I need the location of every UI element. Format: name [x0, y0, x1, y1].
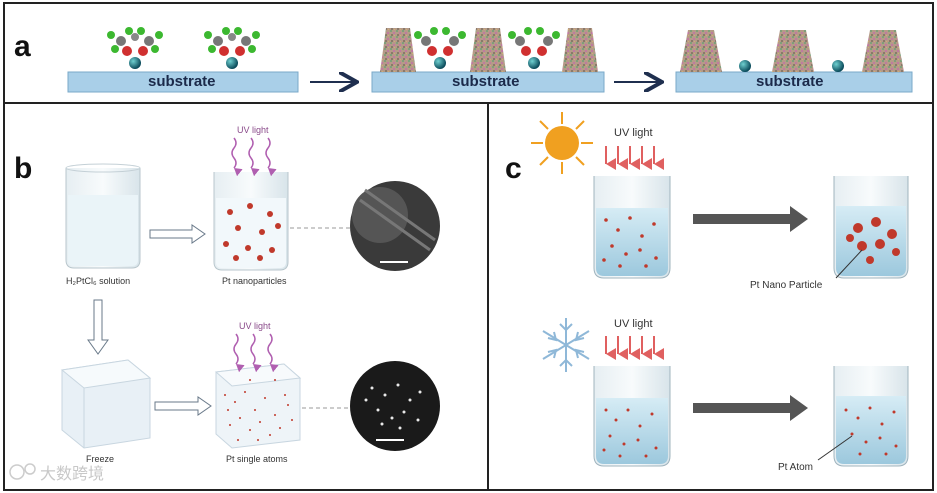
arrow-c2	[693, 395, 808, 421]
panel-a-step2	[371, 27, 605, 93]
uv-light-label-b-bottom: UV light	[239, 321, 271, 331]
beaker-c-top-right	[833, 176, 909, 279]
panel-a-step1	[67, 27, 299, 93]
pointer-nano	[835, 249, 863, 279]
beaker-c-bottom-left	[593, 366, 671, 467]
arrow-c1	[693, 206, 808, 232]
substrate-label-1: substrate	[148, 73, 216, 90]
pointer-atom	[817, 435, 853, 461]
frozen-cube-atoms	[214, 363, 302, 449]
panel-b-label: b	[14, 152, 33, 185]
uv-light-label-b-top: UV light	[237, 125, 269, 135]
beaker-c-bottom-right	[833, 366, 909, 467]
pt-atom-label: Pt Atom	[778, 462, 814, 473]
watermark-logo	[9, 463, 36, 480]
panel-a-label: a	[14, 30, 31, 63]
pt-nano-particle-label: Pt Nano Particle	[750, 280, 823, 291]
beaker-c-top-left	[593, 176, 671, 279]
panel-c-label: c	[505, 152, 522, 185]
stem-image-bottom	[350, 361, 440, 451]
arrow-b2	[154, 396, 212, 416]
ice-cube	[60, 359, 152, 449]
watermark-text: 大数跨境	[40, 464, 105, 483]
uv-light-label-c-top: UV light	[614, 127, 653, 139]
substrate-label-2: substrate	[452, 73, 520, 90]
substrate-label-3: substrate	[756, 73, 824, 90]
sun-icon	[531, 112, 593, 174]
freeze-label: Freeze	[86, 454, 115, 464]
uv-light-label-c-bottom: UV light	[614, 318, 653, 330]
beaker-solution	[65, 163, 141, 269]
uv-waves-top	[231, 137, 277, 177]
beaker-nanoparticles	[213, 172, 289, 271]
uv-arrows-bottom	[605, 336, 664, 360]
arrow-b-down	[87, 299, 109, 355]
arrow-b1	[149, 224, 206, 244]
single-atoms-label: Pt single atoms	[226, 454, 288, 464]
stem-image-top	[350, 181, 440, 271]
solution-label: H₂PtCl₆ solution	[66, 276, 131, 286]
uv-waves-bottom	[233, 333, 279, 373]
panel-a-step3	[675, 30, 913, 93]
snowflake-icon	[542, 318, 590, 372]
nanoparticles-label: Pt nanoparticles	[222, 276, 287, 286]
uv-arrows-top	[605, 146, 664, 170]
